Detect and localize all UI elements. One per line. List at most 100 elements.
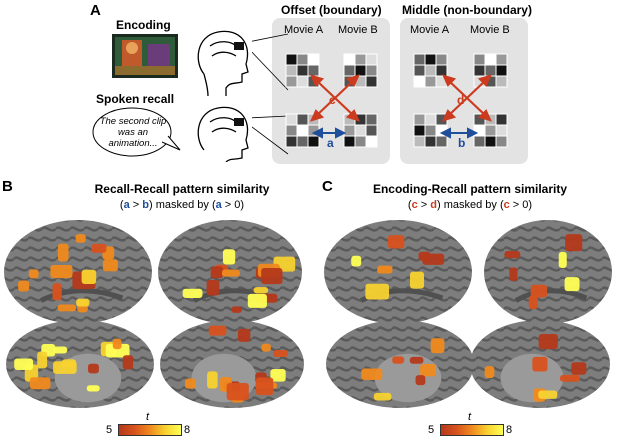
spoken-recall-label: Spoken recall <box>96 92 175 106</box>
brain-maps <box>4 220 612 408</box>
activation-patch <box>409 271 425 289</box>
activation-patch <box>50 264 73 279</box>
panel-label-a: A <box>90 2 101 19</box>
offset-movie-b: Movie B <box>338 24 378 36</box>
pattern-cell <box>473 53 486 66</box>
colorbar-c-label: t <box>468 411 472 423</box>
pattern-cell <box>424 113 437 126</box>
pattern-cell <box>307 53 320 66</box>
middle-title: Middle (non-boundary) <box>402 3 532 17</box>
colorbar-b-min: 5 <box>106 424 113 436</box>
activation-patch <box>105 343 130 358</box>
activation-patch <box>504 250 521 259</box>
pattern-cell <box>285 75 298 88</box>
activation-patch <box>122 355 134 370</box>
pattern-cell <box>484 53 497 66</box>
pattern-cell <box>495 53 508 66</box>
colorbar-c-min: 5 <box>428 424 435 436</box>
pattern-cell <box>413 75 426 88</box>
pattern-cell <box>495 64 508 77</box>
panel-b-title: Recall-Recall pattern similarity <box>94 182 270 196</box>
middle-movie-b: Movie B <box>470 24 510 36</box>
pattern-cell <box>285 53 298 66</box>
arrow-label-a: a <box>327 136 334 150</box>
activation-patch <box>387 235 405 249</box>
offset-title: Offset (boundary) <box>281 3 382 17</box>
activation-patch <box>76 298 90 307</box>
medial-wall <box>500 353 564 403</box>
pattern-cell <box>365 75 378 88</box>
activation-patch <box>52 283 62 301</box>
activation-patch <box>185 378 196 389</box>
activation-patch <box>75 234 86 243</box>
sylvian-fissure <box>39 288 124 303</box>
colorbar-b-label: t <box>146 411 150 423</box>
middle-movie-a: Movie A <box>410 24 450 36</box>
colorbar-c <box>440 424 504 436</box>
activation-patch <box>261 343 271 352</box>
pattern-cell <box>343 124 356 137</box>
pattern-cell <box>413 53 426 66</box>
brain-c-lateral-right <box>484 220 612 324</box>
sylvian-fissure <box>514 288 588 303</box>
pattern-cell <box>424 64 437 77</box>
activation-patch <box>351 255 362 267</box>
activation-patch <box>210 266 224 279</box>
panel-c-subtitle: (c > d) masked by (c > 0) <box>407 199 533 211</box>
speech-text: The second clip was an animation... <box>99 116 167 149</box>
pattern-cell <box>285 64 298 77</box>
activation-patch <box>270 368 286 382</box>
activation-patch <box>559 374 581 382</box>
pattern-cell <box>413 113 426 126</box>
pattern-cell <box>495 135 508 148</box>
activation-patch <box>86 385 100 392</box>
pattern-cell <box>365 53 378 66</box>
pattern-cell <box>354 124 367 137</box>
activation-patch <box>415 375 426 386</box>
pattern-cell <box>424 135 437 148</box>
activation-patch <box>91 243 107 253</box>
activation-patch <box>418 251 431 261</box>
panel-c-title: Encoding-Recall pattern similarity <box>372 182 568 196</box>
movie-still-image <box>112 34 178 78</box>
activation-patch <box>365 283 390 300</box>
activation-patch <box>430 338 445 354</box>
pattern-cell <box>435 135 448 148</box>
activation-patch <box>530 284 548 298</box>
speech-bubble <box>92 107 181 157</box>
pattern-cell <box>473 124 486 137</box>
pattern-cell <box>365 135 378 148</box>
pattern-cell <box>484 135 497 148</box>
panel-label-c: C <box>322 178 333 195</box>
activation-patch <box>226 382 249 401</box>
panel-label-b: B <box>2 178 13 195</box>
activation-patch <box>14 358 34 370</box>
pattern-cell <box>484 124 497 137</box>
pattern-cell <box>296 124 309 137</box>
activation-patch <box>231 306 242 313</box>
pattern-cell <box>495 113 508 126</box>
activation-patch <box>61 359 77 368</box>
arrow-label-c: c <box>329 93 336 107</box>
activation-patch <box>29 377 51 390</box>
activation-patch <box>538 390 558 399</box>
pattern-cell <box>365 113 378 126</box>
activation-patch <box>532 356 548 372</box>
activation-patch <box>57 243 69 262</box>
activation-patch <box>102 259 118 272</box>
pattern-cell <box>343 53 356 66</box>
pattern-cell <box>296 64 309 77</box>
activation-patch <box>57 304 77 312</box>
pattern-cell <box>296 113 309 126</box>
pattern-cell <box>413 124 426 137</box>
colorbar-b <box>118 424 182 436</box>
colorbar-b-max: 8 <box>184 424 191 436</box>
pattern-cell <box>296 135 309 148</box>
pattern-cell <box>495 75 508 88</box>
pattern-cell <box>413 64 426 77</box>
activation-patch <box>484 366 495 379</box>
activation-patch <box>207 371 218 389</box>
activation-patch <box>565 234 583 252</box>
activation-patch <box>528 295 538 310</box>
pattern-cell <box>343 135 356 148</box>
